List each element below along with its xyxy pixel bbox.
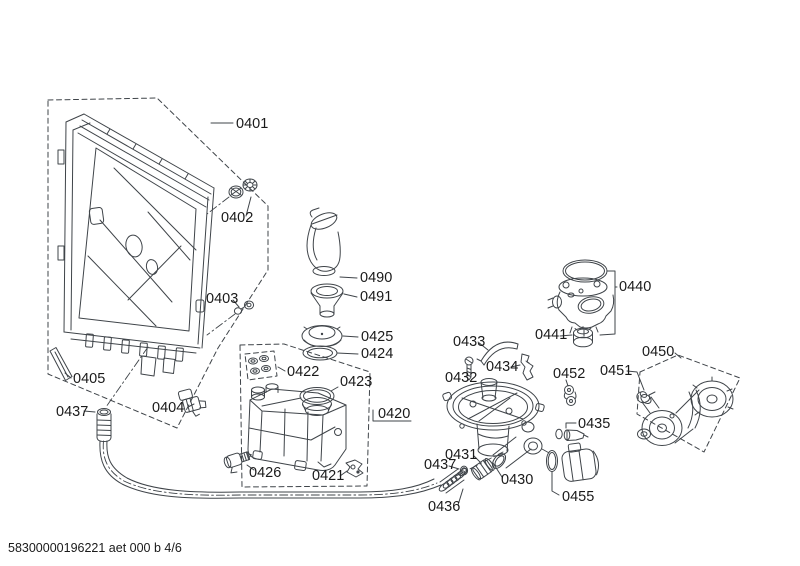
- callout-0430-label: 0430: [501, 472, 533, 488]
- callout-0401-label: 0401: [236, 116, 268, 132]
- callout-0402-label: 0402: [221, 210, 253, 226]
- part-circulation-pump-drawing: [637, 376, 734, 446]
- inner-door-panel-drawing: [57, 113, 215, 377]
- callout-0451-label: 0451: [600, 363, 632, 379]
- part-0424-seal-ring: 0424: [302, 345, 393, 362]
- callout-0435-label: 0435: [578, 416, 610, 432]
- assembly-group-0420: 0420: [239, 343, 412, 488]
- part-0434-bracket: 0434: [486, 353, 534, 381]
- part-0490-jug: 0490: [306, 207, 392, 286]
- callout-0420-label: 0420: [378, 406, 410, 422]
- callout-0403-label: 0403: [206, 291, 238, 307]
- part-0423-oring: 0423: [299, 374, 372, 405]
- callout-0422-label: 0422: [287, 364, 319, 380]
- callout-0490-label: 0490: [360, 270, 392, 286]
- callout-0404-label: 0404: [152, 400, 184, 416]
- part-0451-clip: 0451: [600, 363, 656, 404]
- callout-0431-label: 0431: [445, 447, 477, 463]
- callout-0421-label: 0421: [312, 468, 344, 484]
- assembly-group-0401: 0401: [47, 97, 269, 429]
- callout-0426-label: 0426: [249, 465, 281, 481]
- part-0435-check-valve: 0435: [555, 416, 610, 441]
- callout-0441-label: 0441: [535, 327, 567, 343]
- callout-0423-label: 0423: [340, 374, 372, 390]
- part-0436-hose-end: 0436: [428, 467, 468, 515]
- part-0422-cap-set: 0422: [244, 350, 319, 381]
- part-0455-drain-pump: 0455: [546, 442, 600, 505]
- callout-0437a-label: 0437: [56, 404, 88, 420]
- callout-0433-label: 0433: [453, 334, 485, 350]
- part-0403-plug: 0403: [206, 291, 255, 336]
- callout-0425-label: 0425: [361, 329, 393, 345]
- part-0432-screw: 0432: [445, 356, 477, 386]
- part-0430-sump: 0430: [442, 378, 552, 488]
- callout-0436-label: 0436: [428, 499, 460, 515]
- part-0426-fitting: 0426: [223, 451, 281, 481]
- callout-0491-label: 0491: [360, 289, 392, 305]
- callout-0452-label: 0452: [553, 366, 585, 382]
- callout-0450-label: 0450: [642, 344, 674, 360]
- part-0491-funnel: 0491: [310, 283, 392, 318]
- part-softener-tank-drawing: [247, 383, 347, 472]
- callout-0405-label: 0405: [73, 371, 105, 387]
- part-0404-valve: 0404: [152, 388, 207, 417]
- part-0433-guide: 0433: [453, 334, 519, 366]
- part-0421-bracket: 0421: [312, 459, 364, 484]
- callout-0424-label: 0424: [361, 346, 393, 362]
- page-footer-code: 58300000196221 aet 000 b 4/6: [8, 541, 182, 555]
- part-0440-pump-head: 0440: [547, 259, 651, 337]
- part-0405-strip: 0405: [49, 347, 105, 387]
- callout-0455-label: 0455: [562, 489, 594, 505]
- callout-0440-label: 0440: [619, 279, 651, 295]
- part-0402-door-seals: 0402: [206, 178, 258, 226]
- callout-0437b-label: 0437: [424, 457, 456, 473]
- callout-0434-label: 0434: [486, 359, 518, 375]
- part-drain-hose: [99, 440, 442, 499]
- part-0431-connector: 0431: [445, 447, 504, 481]
- callout-0432-label: 0432: [445, 370, 477, 386]
- part-0425-salt-cap: 0425: [301, 325, 393, 347]
- part-0441-cap: 0441: [535, 326, 593, 348]
- part-0452-damper: 0452: [553, 366, 585, 406]
- part-0437-hose-fitting-left: 0437: [56, 346, 149, 442]
